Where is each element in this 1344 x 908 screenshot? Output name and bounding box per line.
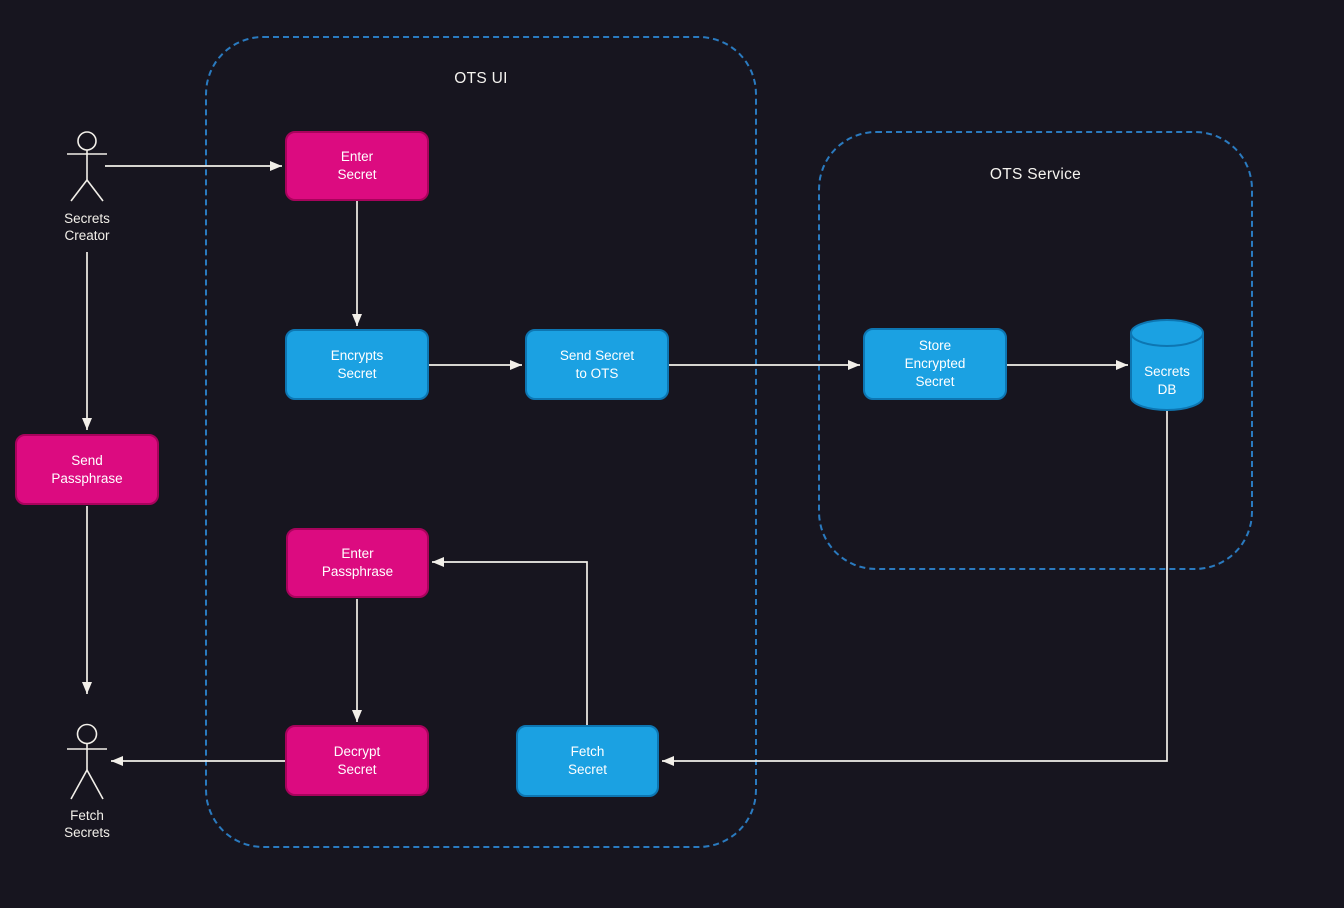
actor-label: Secrets bbox=[64, 825, 110, 840]
actor-head-icon bbox=[77, 131, 97, 151]
actor-leg-icon bbox=[70, 769, 88, 800]
node-label: Encrypted bbox=[904, 356, 966, 371]
actor-secrets-creator[interactable]: Secrets Creator bbox=[64, 131, 110, 243]
node-label: Secret bbox=[337, 167, 377, 182]
node-decrypt-secret[interactable]: Decrypt Secret bbox=[285, 725, 429, 796]
node-label: Secret bbox=[915, 374, 955, 389]
node-label: Passphrase bbox=[51, 470, 123, 486]
node-label: Secret bbox=[337, 761, 377, 777]
node-label: to OTS bbox=[575, 365, 619, 381]
node-store-encrypted-secret[interactable]: Store Encrypted Secret bbox=[863, 328, 1007, 400]
node-enter-passphrase[interactable]: Enter Passphrase bbox=[286, 528, 429, 598]
node-label: Enter bbox=[340, 149, 374, 164]
node-label: Send bbox=[71, 452, 103, 468]
node-label: Fetch bbox=[570, 744, 605, 759]
node-label: Secret bbox=[567, 762, 608, 777]
container-ots-service[interactable]: OTS Service bbox=[818, 131, 1253, 570]
node-send-passphrase[interactable]: Send Passphrase bbox=[15, 434, 159, 505]
actor-label: Secrets bbox=[64, 211, 110, 226]
actor-label: Creator bbox=[64, 228, 110, 243]
container-ots-service-title: OTS Service bbox=[989, 166, 1082, 183]
edge-secrets-db-to-fetch-secret bbox=[662, 410, 1168, 766]
node-label: Enter bbox=[341, 546, 374, 561]
node-encrypts-secret[interactable]: Encrypts Secret bbox=[285, 329, 429, 400]
actor-leg-icon bbox=[86, 769, 104, 800]
node-send-secret-to-ots[interactable]: Send Secret to OTS bbox=[525, 329, 669, 400]
node-secrets-db[interactable]: Secrets DB bbox=[1130, 319, 1204, 411]
node-label: DB bbox=[1158, 382, 1177, 397]
actor-label: Fetch bbox=[70, 808, 104, 823]
container-ots-ui-title: OTS UI bbox=[454, 70, 508, 87]
database-cylinder-icon bbox=[1130, 319, 1204, 347]
node-label: Secrets bbox=[1144, 364, 1190, 379]
node-label: Passphrase bbox=[321, 564, 394, 579]
actor-fetch-secrets[interactable]: Fetch Secrets bbox=[64, 723, 110, 841]
actor-leg-icon bbox=[86, 179, 104, 202]
node-enter-secret[interactable]: Enter Secret bbox=[285, 131, 429, 201]
node-label: Send Secret bbox=[559, 347, 635, 363]
container-ots-ui[interactable]: OTS UI bbox=[205, 36, 757, 848]
node-fetch-secret[interactable]: Fetch Secret bbox=[516, 725, 659, 797]
edge-fetch-secret-to-enter-passphrase bbox=[432, 557, 588, 725]
node-label: Store bbox=[918, 338, 952, 353]
node-label: Secret bbox=[337, 365, 377, 381]
actor-head-icon bbox=[76, 723, 98, 745]
node-label: Encrypts bbox=[330, 347, 384, 363]
node-label: Decrypt bbox=[333, 743, 381, 759]
actor-leg-icon bbox=[70, 179, 88, 202]
